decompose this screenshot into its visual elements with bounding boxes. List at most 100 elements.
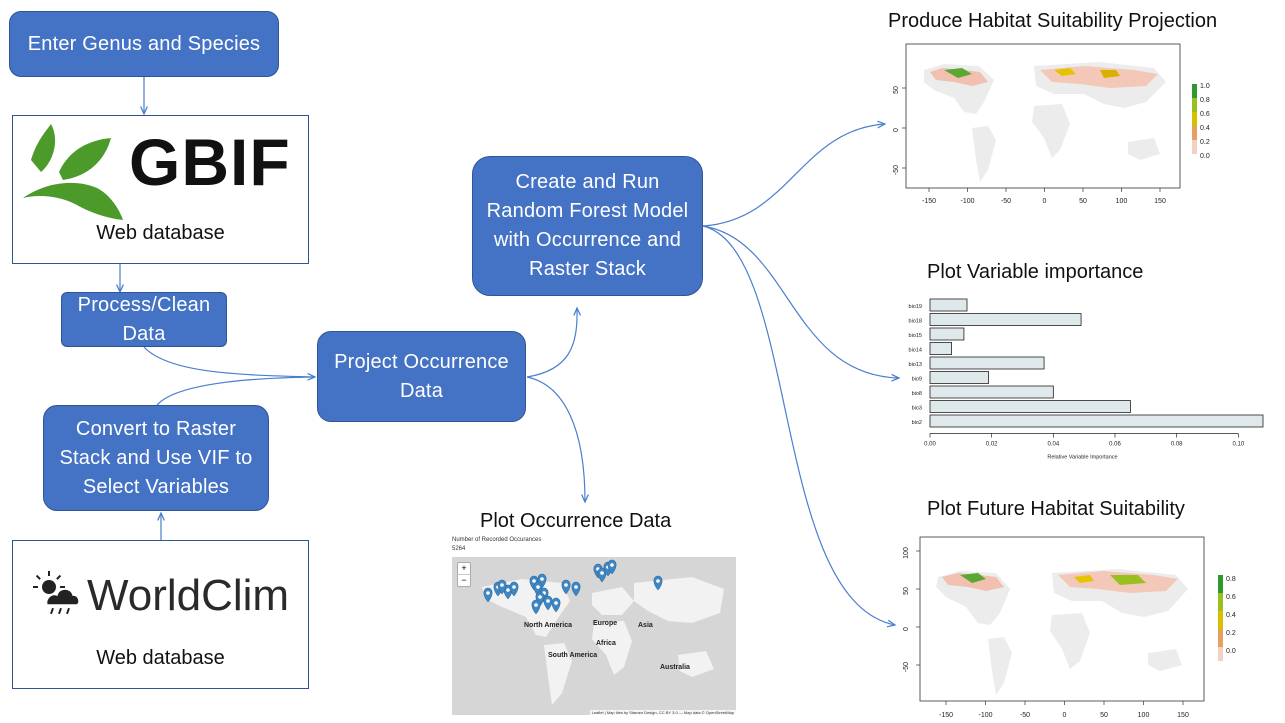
map-marker-icon[interactable]: [483, 587, 493, 603]
occurrence-plot-title: Plot Occurrence Data: [480, 510, 672, 532]
tick-label: 150: [1177, 712, 1189, 719]
bar-bio19: [929, 298, 968, 312]
map-marker-icon[interactable]: [497, 579, 507, 595]
map-marker-icon[interactable]: [561, 579, 571, 595]
habitat-legend-bar: [1192, 84, 1197, 154]
tick-label: -150: [922, 198, 936, 205]
map-marker-dot: [540, 577, 544, 581]
tick-label: -100: [978, 712, 992, 719]
bar-bio15: [929, 327, 965, 341]
tick-label: 0.0: [1200, 153, 1210, 160]
category-label-bio14: bio14: [909, 348, 922, 354]
x-tick-label: 0.02: [986, 442, 998, 448]
arrow-project-to-occurrence: [526, 376, 585, 502]
tick-label: 100: [1116, 198, 1128, 205]
habitat-projection-title: Produce Habitat Suitability Projection: [888, 10, 1218, 32]
map-marker-icon[interactable]: [571, 581, 581, 597]
variable-importance-title: Plot Variable importance: [927, 261, 1144, 283]
label-south-america: South America: [548, 652, 597, 659]
bar-bio13: [929, 356, 1045, 370]
occurrence-count-label: Number of Recorded Occurances: [452, 537, 542, 543]
gbif-caption: Web database: [96, 222, 225, 244]
map-marker-dot: [512, 585, 516, 589]
occurrence-map-canvas[interactable]: North America South America Europe Asia …: [452, 557, 736, 715]
zoom-in-button[interactable]: +: [458, 563, 470, 575]
future-habitat-title: Plot Future Habitat Suitability: [927, 498, 1185, 520]
worldclim-caption: Web database: [96, 647, 225, 669]
map-marker-dot: [532, 579, 536, 583]
arrow-convert-to-project: [156, 376, 316, 406]
label-north-america: North America: [524, 622, 572, 629]
random-forest-box: Create and Run Random Forest Model with …: [472, 156, 703, 296]
x-tick-label: 0.00: [924, 442, 936, 448]
tick-label: 0: [1063, 712, 1067, 719]
category-label-bio2: bio2: [912, 420, 922, 426]
map-marker-icon[interactable]: [653, 575, 663, 591]
bar-bio9: [929, 371, 989, 384]
x-tick-label: 0.06: [1109, 442, 1121, 448]
map-marker-icon[interactable]: [607, 559, 617, 575]
future-legend-bar: [1218, 575, 1223, 661]
tick-label: 0.6: [1226, 594, 1236, 601]
category-label-bio8: bio8: [912, 391, 922, 397]
map-attribution: Leaflet | Map tiles by Stamen Design, CC…: [589, 710, 736, 715]
category-label-bio18: bio18: [909, 319, 922, 325]
category-label-bio9: bio9: [912, 377, 922, 383]
map-marker-icon[interactable]: [551, 597, 561, 613]
occurrence-count-value: 5264: [452, 546, 466, 552]
tick-label: 50: [1079, 198, 1087, 205]
tick-label: 0.2: [1226, 630, 1236, 637]
map-marker-dot: [574, 585, 578, 589]
tick-label: 100: [903, 547, 910, 559]
project-occurrence-box: Project Occurrence Data: [317, 331, 526, 422]
map-marker-icon[interactable]: [531, 599, 541, 615]
x-tick-label: 0.10: [1232, 442, 1244, 448]
map-marker-dot: [534, 603, 538, 607]
tick-label: 0.4: [1226, 612, 1236, 619]
map-marker-dot: [538, 595, 542, 599]
weather-cloud-icon: [33, 571, 80, 615]
convert-raster-box: Convert to Raster Stack and Use VIF to S…: [43, 405, 269, 511]
map-marker-icon[interactable]: [509, 581, 519, 597]
map-marker-dot: [600, 571, 604, 575]
occurrence-markers: [483, 559, 663, 615]
zoom-out-button[interactable]: −: [461, 575, 467, 585]
tick-label: 50: [903, 587, 910, 595]
category-label-bio13: bio13: [909, 362, 922, 368]
category-label-bio15: bio15: [909, 333, 922, 339]
map-marker-icon[interactable]: [543, 595, 553, 611]
tick-label: 0.2: [1200, 139, 1210, 146]
tick-label: 0.8: [1200, 97, 1210, 104]
tick-label: -50: [1001, 198, 1011, 205]
map-marker-icon[interactable]: [597, 567, 607, 583]
occurrence-map-panel: Number of Recorded Occurances 5264 North…: [450, 535, 738, 715]
bar-bio3: [929, 400, 1131, 413]
map-marker-dot: [536, 585, 540, 589]
map-marker-dot: [500, 583, 504, 587]
worldclim-panel: WorldClim Web database: [12, 540, 309, 689]
gbif-panel: GBIF Web database: [12, 115, 309, 264]
tick-label: -50: [893, 165, 900, 175]
x-tick-label: 0.08: [1171, 442, 1183, 448]
tick-label: -50: [1020, 712, 1030, 719]
x-axis-title: Relative Variable Importance: [1047, 455, 1117, 461]
label-africa: Africa: [596, 640, 616, 647]
map-marker-dot: [564, 583, 568, 587]
zoom-control: + −: [457, 562, 471, 587]
category-label-bio19: bio19: [909, 304, 922, 310]
tick-label: 100: [1138, 712, 1150, 719]
tick-label: 50: [1100, 712, 1108, 719]
map-marker-dot: [554, 601, 558, 605]
tick-label: 150: [1154, 198, 1166, 205]
tick-label: -50: [903, 662, 910, 672]
tick-label: 1.0: [1200, 83, 1210, 90]
label-asia: Asia: [638, 622, 653, 629]
tick-label: 50: [893, 86, 900, 94]
arrow-project-to-forest: [526, 308, 577, 378]
tick-label: 0: [903, 627, 910, 631]
tick-label: 0: [893, 128, 900, 132]
tick-label: 0: [1043, 198, 1047, 205]
x-tick-label: 0.04: [1047, 442, 1059, 448]
